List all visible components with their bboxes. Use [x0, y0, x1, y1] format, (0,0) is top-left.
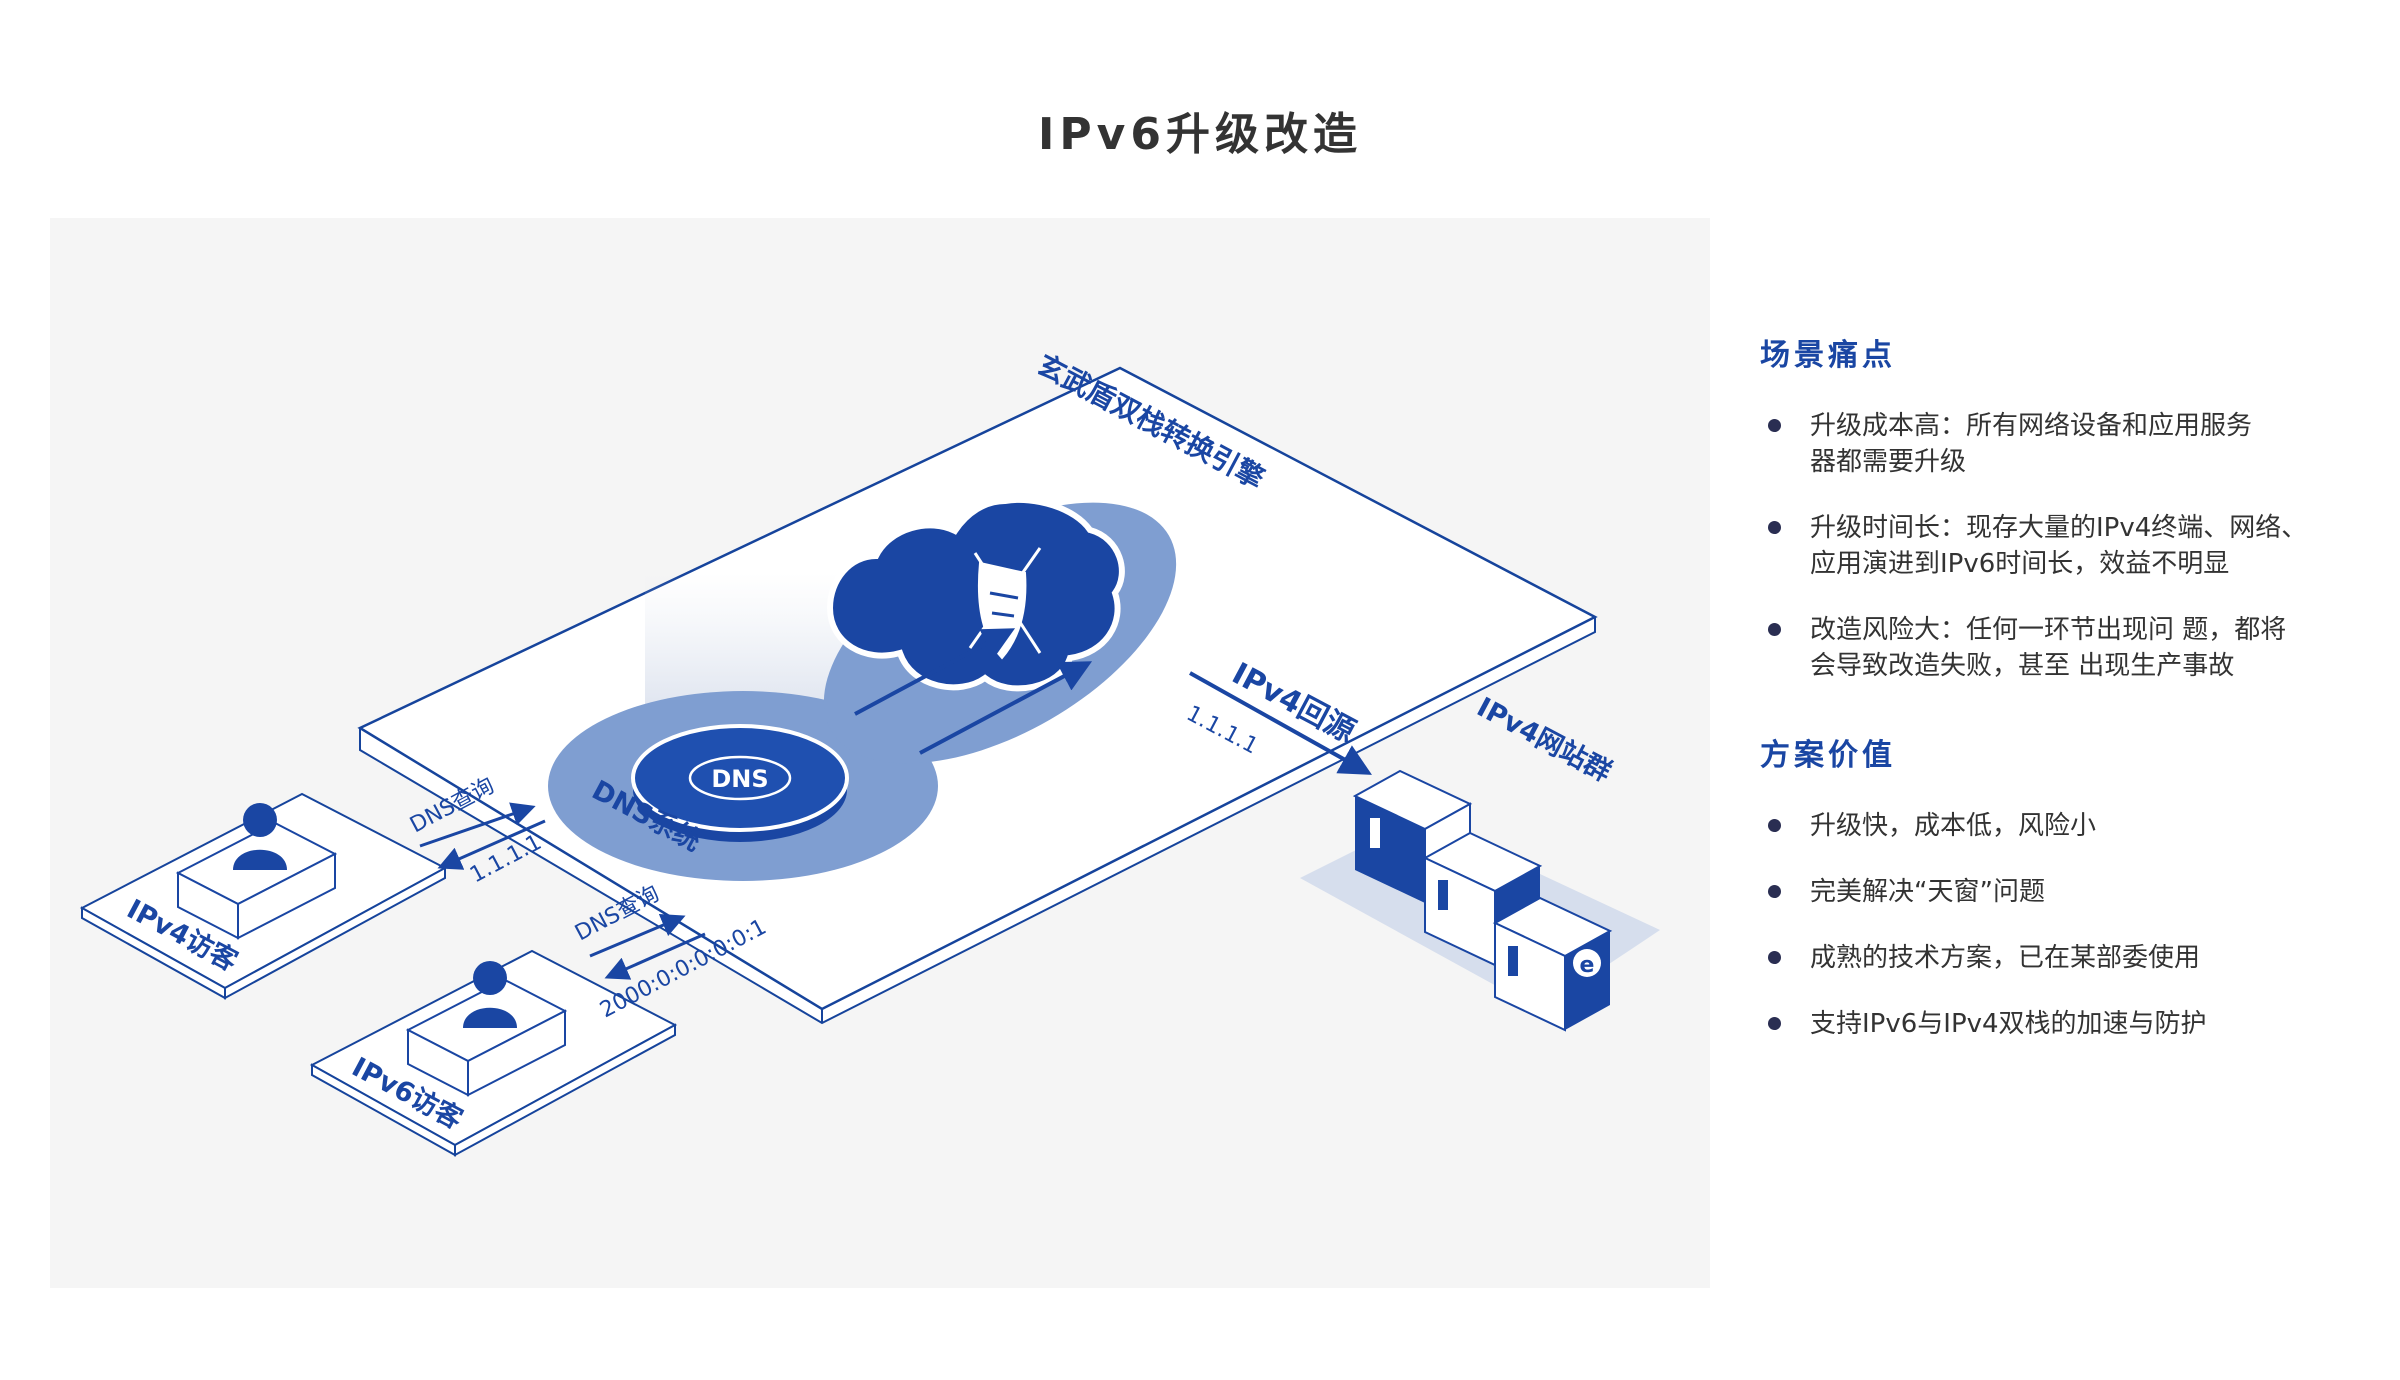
solution-value-list: 升级快，成本低，风险小 完美解决“天窗”问题 成熟的技术方案，已在某部委使用 支… [1760, 808, 2360, 1042]
list-item: 升级快，成本低，风险小 [1760, 808, 2360, 844]
ipv6-user-icon [463, 961, 517, 1028]
pain-points-title: 场景痛点 [1760, 338, 1896, 373]
bullet-icon [1768, 885, 1781, 898]
ipv4-answer-arrow [437, 819, 546, 870]
list-item-text: 改造风险大：任何一环节出现问 题，都将 [1810, 615, 2287, 645]
list-item-text: 器都需要升级 [1810, 447, 1967, 477]
dns-to-engine-arrow [919, 661, 1093, 755]
svg-text:e: e [1580, 953, 1595, 978]
ipv6-visitor [309, 949, 678, 1157]
solution-value-title: 方案价值 [1760, 738, 1896, 773]
page-title: IPv6升级改造 [1038, 109, 1362, 160]
list-item-text: 完美解决“天窗”问题 [1810, 877, 2045, 907]
list-item: 支持IPv6与IPv4双栈的加速与防护 [1760, 1006, 2360, 1042]
list-item: 完美解决“天窗”问题 [1760, 874, 2360, 910]
ipv4-visitor [79, 792, 448, 1000]
diagram-panel: DNS [50, 218, 1710, 1288]
list-item-text: 会导致改造失败，甚至 出现生产事故 [1810, 651, 2235, 681]
list-item-text: 升级时间长：现存大量的IPv4终端、网络、 [1810, 513, 2308, 543]
server-group-label: IPv4网站群 [1472, 692, 1617, 788]
list-item: 升级时间长：现存大量的IPv4终端、网络、 应用演进到IPv6时间长，效益不明显 [1760, 510, 2360, 582]
list-item: 改造风险大：任何一环节出现问 题，都将 会导致改造失败，甚至 出现生产事故 [1760, 612, 2360, 684]
dns-to-engine-arrow [854, 628, 1016, 716]
list-item-text: 成熟的技术方案，已在某部委使用 [1810, 943, 2201, 973]
list-item-text: 升级成本高：所有网络设备和应用服务 [1810, 411, 2253, 441]
bullet-icon [1768, 419, 1781, 432]
browser-e-icon: e [1573, 949, 1601, 978]
bullet-icon [1768, 819, 1781, 832]
bullet-icon [1768, 623, 1781, 636]
list-item: 成熟的技术方案，已在某部委使用 [1760, 940, 2360, 976]
list-item-text: 支持IPv6与IPv4双栈的加速与防护 [1810, 1009, 2207, 1039]
dns-chip-text: DNS [711, 765, 768, 793]
ipv6-answer-arrow [604, 932, 706, 980]
list-item: 升级成本高：所有网络设备和应用服务 器都需要升级 [1760, 408, 2360, 480]
ipv6-query-arrow [589, 913, 686, 958]
side-panel: 场景痛点 升级成本高：所有网络设备和应用服务 器都需要升级 升级时间长：现存大量… [1760, 330, 2360, 1072]
pain-points-list: 升级成本高：所有网络设备和应用服务 器都需要升级 升级时间长：现存大量的IPv4… [1760, 408, 2360, 684]
ipv4-query-arrow [419, 802, 536, 848]
origin-arrow [1189, 671, 1372, 775]
architecture-diagram: DNS [79, 348, 1660, 1157]
bullet-icon [1768, 1017, 1781, 1030]
list-item-text: 应用演进到IPv6时间长，效益不明显 [1810, 549, 2230, 579]
bullet-icon [1768, 521, 1781, 534]
bullet-icon [1768, 951, 1781, 964]
server-rack [1492, 896, 1613, 1032]
list-item-text: 升级快，成本低，风险小 [1810, 811, 2097, 841]
ipv4-user-icon [233, 803, 287, 870]
